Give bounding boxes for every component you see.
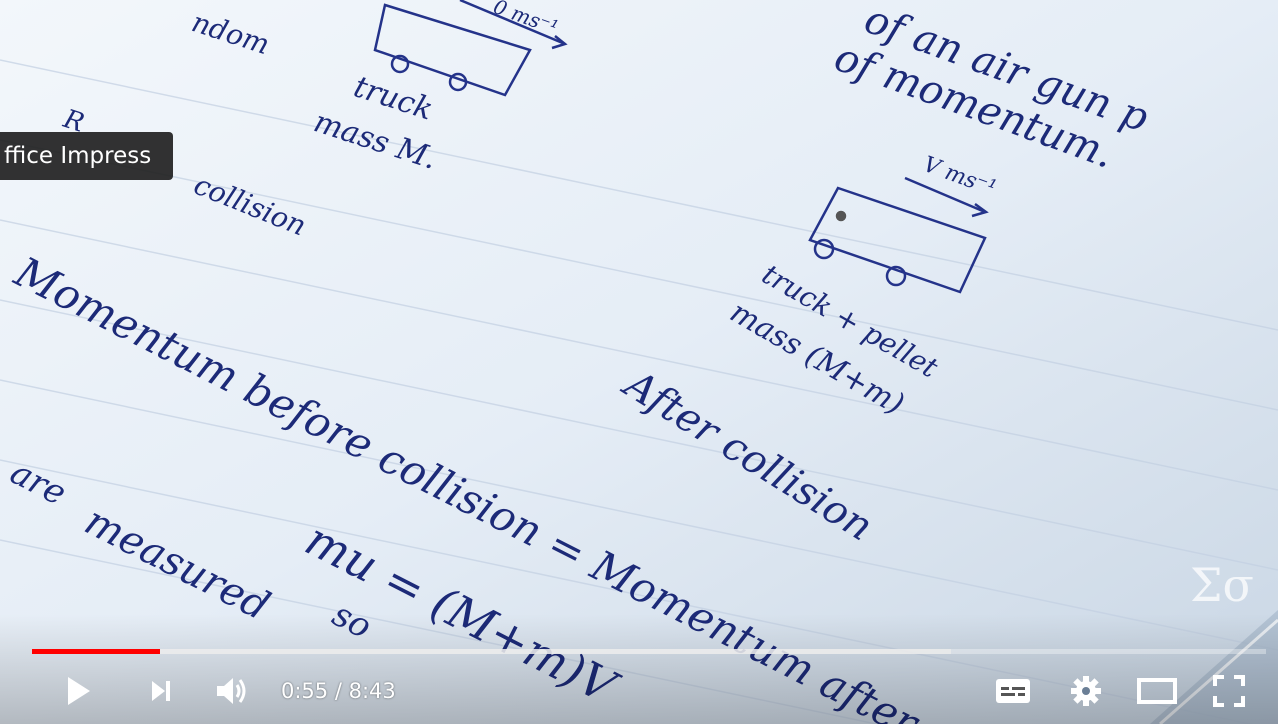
fullscreen-button[interactable] — [1206, 668, 1252, 714]
fullscreen-icon — [1213, 675, 1245, 707]
controls-gradient — [0, 614, 1278, 724]
progress-played — [32, 649, 161, 654]
time-separator: / — [328, 679, 349, 703]
tooltip: ffice Impress — [0, 132, 174, 180]
duration: 8:43 — [348, 679, 396, 703]
volume-button[interactable] — [208, 668, 254, 714]
theater-mode-button[interactable] — [1134, 668, 1180, 714]
play-button[interactable] — [54, 668, 100, 714]
subtitles-button[interactable] — [990, 668, 1036, 714]
next-icon — [152, 681, 170, 701]
player-controls: 0:55 / 8:43 — [0, 660, 1278, 722]
settings-button[interactable] — [1063, 668, 1109, 714]
channel-watermark[interactable]: Σσ — [1190, 558, 1254, 612]
settings-icon — [1071, 676, 1101, 706]
time-display: 0:55 / 8:43 — [281, 679, 396, 703]
theater-icon — [1137, 678, 1177, 704]
progress-buffered — [32, 649, 952, 654]
current-time: 0:55 — [281, 679, 329, 703]
subtitles-icon — [996, 679, 1030, 703]
play-icon — [68, 677, 90, 705]
progress-bar[interactable] — [32, 646, 1266, 656]
next-button[interactable] — [137, 668, 183, 714]
volume-icon — [217, 678, 246, 704]
